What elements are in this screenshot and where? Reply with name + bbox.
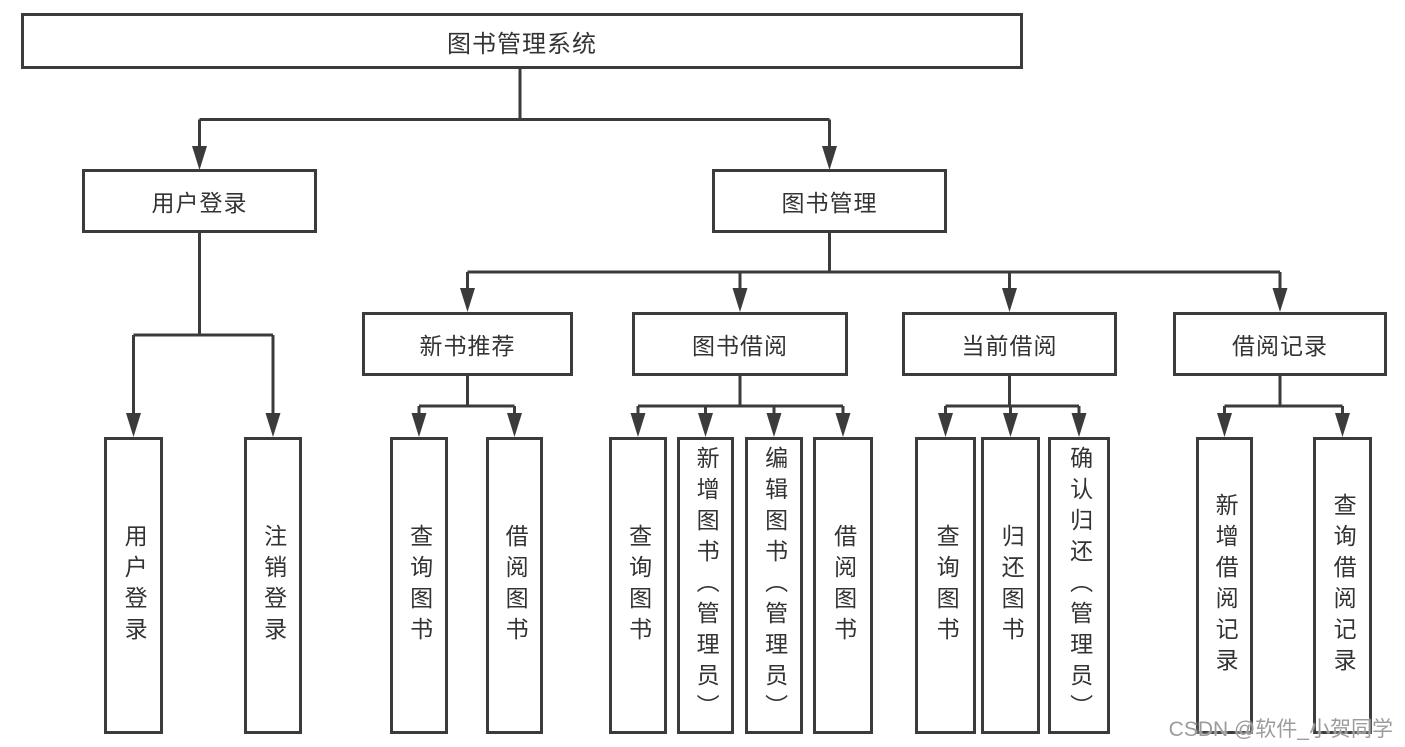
leaf-user-login: 用户登录 <box>104 437 163 734</box>
arrowheads <box>126 146 1350 437</box>
arrow-icon <box>835 413 851 437</box>
leaf-borrow-query-book-label: 查询图书 <box>625 523 652 648</box>
arrow-icon <box>460 288 475 312</box>
node-book-borrow: 图书借阅 <box>632 312 848 376</box>
leaf-logout: 注销登录 <box>244 437 302 734</box>
leaf-recommend-query-book: 查询图书 <box>390 437 448 734</box>
arrow-icon <box>126 413 141 437</box>
arrow-icon <box>938 413 953 437</box>
leaf-current-confirm-return-admin: 确认归还（管理员） <box>1048 437 1110 734</box>
arrow-icon <box>698 413 713 437</box>
leaf-current-query-book-label: 查询图书 <box>933 523 960 648</box>
arrow-icon <box>1272 288 1288 312</box>
leaf-current-query-book: 查询图书 <box>915 437 976 734</box>
leaf-recommend-borrow-book: 借阅图书 <box>486 437 543 734</box>
leaf-records-add-record-label: 新增借阅记录 <box>1212 492 1239 679</box>
arrow-icon <box>1002 288 1017 312</box>
leaf-borrow-edit-book-admin: 编辑图书（管理员） <box>745 437 803 734</box>
arrow-icon <box>1003 413 1018 437</box>
leaf-records-query-record-label: 查询借阅记录 <box>1330 492 1357 679</box>
leaf-borrow-borrow-book: 借阅图书 <box>813 437 873 734</box>
node-current-borrow-label: 当前借阅 <box>961 333 1058 359</box>
leaf-borrow-edit-book-admin-label: 编辑图书（管理员） <box>761 446 788 725</box>
node-book-management-label: 图书管理 <box>781 190 878 216</box>
arrow-icon <box>192 146 207 170</box>
leaf-records-query-record: 查询借阅记录 <box>1313 437 1372 734</box>
node-user-login-label: 用户登录 <box>151 190 248 216</box>
node-current-borrow: 当前借阅 <box>902 312 1117 376</box>
leaf-recommend-borrow-book-label: 借阅图书 <box>502 523 529 648</box>
arrow-icon <box>1335 413 1350 437</box>
node-new-book-recommend: 新书推荐 <box>362 312 573 376</box>
node-user-login: 用户登录 <box>82 169 317 233</box>
node-borrow-records-label: 借阅记录 <box>1232 333 1328 359</box>
arrow-icon <box>766 413 782 437</box>
leaf-borrow-query-book: 查询图书 <box>609 437 667 734</box>
leaf-user-login-label: 用户登录 <box>121 523 148 648</box>
leaf-recommend-query-book-label: 查询图书 <box>406 523 433 648</box>
arrow-icon <box>732 288 748 312</box>
leaf-current-return-book-label: 归还图书 <box>998 523 1025 648</box>
leaf-borrow-add-book-admin-label: 新增图书（管理员） <box>693 446 720 725</box>
leaf-current-return-book: 归还图书 <box>981 437 1040 734</box>
node-library-system-label: 图书管理系统 <box>447 30 597 58</box>
arrow-icon <box>630 413 646 437</box>
arrow-icon <box>1217 413 1232 437</box>
csdn-watermark: CSDN @软件_小贺同学 <box>1168 718 1393 741</box>
arrow-icon <box>1071 413 1087 437</box>
arrow-icon <box>265 413 281 437</box>
leaf-borrow-borrow-book-label: 借阅图书 <box>830 523 857 648</box>
node-library-system: 图书管理系统 <box>21 13 1023 69</box>
node-new-book-recommend-label: 新书推荐 <box>419 333 516 359</box>
leaf-borrow-add-book-admin: 新增图书（管理员） <box>677 437 734 734</box>
leaf-logout-label: 注销登录 <box>260 523 287 648</box>
node-borrow-records: 借阅记录 <box>1173 312 1387 376</box>
leaf-current-confirm-return-admin-label: 确认归还（管理员） <box>1066 446 1093 725</box>
arrow-icon <box>411 413 427 437</box>
connector-lines <box>132 69 1344 419</box>
node-book-borrow-label: 图书借阅 <box>692 333 788 359</box>
arrow-icon <box>507 413 522 437</box>
leaf-records-add-record: 新增借阅记录 <box>1196 437 1253 734</box>
arrow-icon <box>822 146 837 170</box>
node-book-management: 图书管理 <box>712 169 947 233</box>
